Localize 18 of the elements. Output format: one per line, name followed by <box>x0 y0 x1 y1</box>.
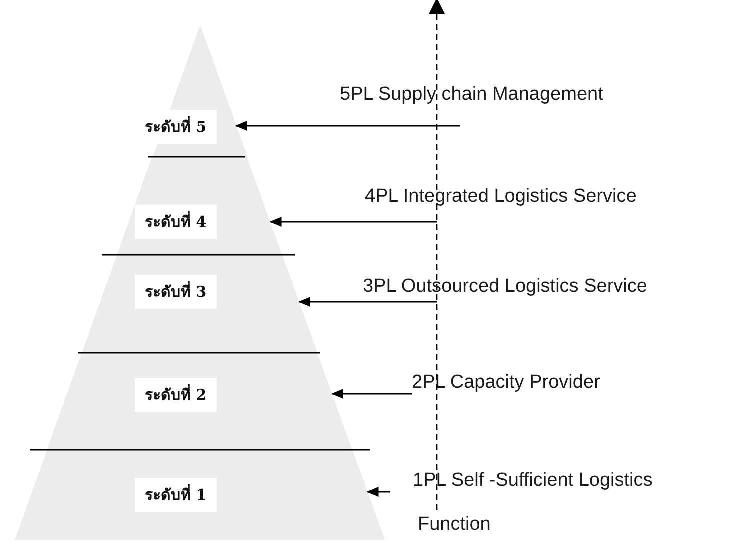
arrow <box>366 487 390 497</box>
level-label: ระดับที่ 1 <box>135 478 217 512</box>
pyramid-level <box>47 353 353 450</box>
pyramid-level <box>117 157 283 255</box>
pyramid-level <box>82 255 318 353</box>
level-label: ระดับที่ 4 <box>134 205 217 239</box>
arrow <box>270 217 437 227</box>
level-label: ระดับที่ 3 <box>134 275 217 309</box>
level-label: ระดับที่ 2 <box>134 378 217 412</box>
level-description: 3PL Outsourced Logistics Service <box>363 276 648 302</box>
level-description: 1PL Self -Sufficient Logistics <box>413 470 653 492</box>
arrow <box>332 389 412 399</box>
pyramid-level <box>15 450 385 540</box>
arrow <box>298 297 437 307</box>
level-description: 4PL Integrated Logistics Service <box>365 186 637 222</box>
level-description: 2PL Capacity Provider <box>412 372 600 394</box>
level-description: 5PL Supply chain Management <box>340 84 604 126</box>
arrow <box>235 121 460 131</box>
